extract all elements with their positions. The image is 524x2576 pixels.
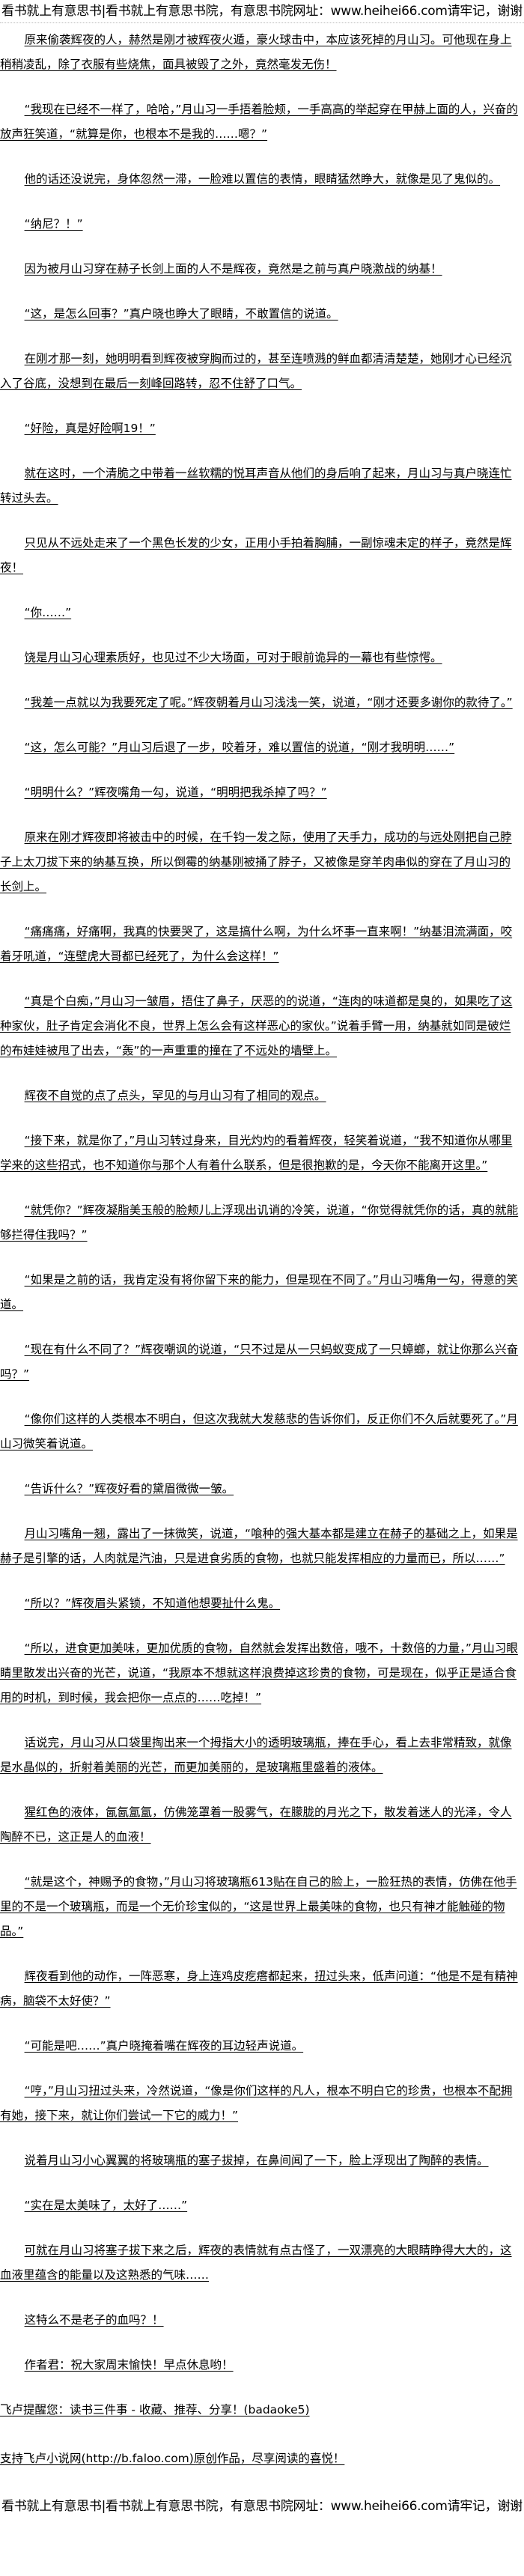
story-paragraph: “明明什么？”辉夜嘴角一勾，说道，“明明把我杀掉了吗？”	[24, 786, 327, 799]
story-paragraph: 因为被月山习穿在赫子长剑上面的人不是辉夜，竟然是之前与真户晓激战的纳基！	[24, 262, 442, 276]
story-paragraph: “你……”	[24, 606, 72, 619]
story-paragraph: “实在是太美味了，太好了……”	[24, 2199, 188, 2212]
story-paragraph: “哼，”月山习扭过头来，冷然说道，“像是你们这样的凡人，根本不明白它的珍贵，也根…	[0, 2084, 513, 2122]
story-paragraph: “像你们这样的人类根本不明白，但这次我就大发慈悲的告诉你们，反正你们不久后就要死…	[0, 1412, 518, 1450]
story-paragraph: 原来偷袭辉夜的人，赫然是刚才被辉夜火遁，豪火球击中，本应该死掉的月山习。可他现在…	[0, 33, 512, 71]
reader-reminder: 飞卢提醒您：读书三件事 - 收藏、推荐、分享！(badaoke5)	[0, 2403, 310, 2416]
story-paragraph: 饶是月山习心理素质好，也见过不少大场面，可对于眼前诡异的一幕也有些惊愕。	[24, 651, 442, 664]
story-paragraph: 辉夜不自觉的点了点头，罕见的与月山习有了相同的观点。	[24, 1089, 326, 1102]
site-support-link[interactable]: 支持飞卢小说网(http://b.faloo.com)原创作品，尽享阅读的喜悦！	[0, 2452, 345, 2465]
story-paragraph: 作者君：祝大家周末愉快！早点休息哟！	[24, 2358, 234, 2372]
story-paragraph: “就凭你？”辉夜凝脂美玉般的脸颊儿上浮现出讥诮的冷笑，说道，“你觉得就凭你的话，…	[0, 1203, 519, 1242]
story-paragraph: “这，怎么可能？”月山习后退了一步，咬着牙，难以置信的说道，“刚才我明明……”	[24, 741, 455, 754]
story-paragraph: “就是这个，神赐予的食物，”月山习将玻璃瓶613贴在自己的脸上，一脸狂热的表情，…	[0, 1875, 517, 1938]
story-paragraph: 月山习嘴角一翘，露出了一抹微笑，说道，“喰种的强大基本都是建立在赫子的基础之上，…	[0, 1527, 518, 1565]
story-paragraph: 猩红色的液体，氤氤氲氲，仿佛笼罩着一股雾气，在朦胧的月光之下，散发着迷人的光泽，…	[0, 1805, 512, 1844]
story-paragraph: 只见从不远处走来了一个黑色长发的少女，正用小手拍着胸脯，一副惊魂未定的样子，竟然…	[0, 536, 512, 574]
story-paragraph: “我差一点就以为我要死定了呢。”辉夜朝着月山习浅浅一笑，说道，“刚才还要多谢你的…	[24, 696, 513, 709]
story-paragraph: 辉夜看到他的动作，一阵恶寒，身上连鸡皮疙瘩都起来，扭过头来，低声问道：“他是不是…	[0, 1969, 518, 2008]
story-paragraph: “接下来，就是你了，”月山习转过身来，目光灼灼的看着辉夜，轻笑着说道，“我不知道…	[0, 1134, 513, 1172]
story-paragraph: “所以？”辉夜眉头紧锁，不知道他想要扯什么鬼。	[24, 1597, 281, 1610]
story-paragraph: “可能是吧……”真户晓掩着嘴在辉夜的耳边轻声说道。	[24, 2039, 304, 2053]
story-paragraph: “如果是之前的话，我肯定没有将你留下来的能力，但是现在不同了。”月山习嘴角一勾，…	[0, 1273, 518, 1311]
story-paragraph: 原来在刚才辉夜即将被击中的时候，在千钧一发之际，使用了天手力，成功的与远处刚把自…	[0, 830, 512, 893]
story-paragraph: 就在这时，一个清脆之中带着一丝软糯的悦耳声音从他们的身后响了起来，月山习与真户晓…	[0, 467, 512, 505]
story-paragraph: “现在有什么不同了？”辉夜嘲讽的说道，“只不过是从一只蚂蚁变成了一只蟑螂，就让你…	[0, 1343, 519, 1381]
story-paragraph: 他的话还没说完，身体忽然一滞，一脸难以置信的表情，眼睛猛然睁大，就像是见了鬼似的…	[24, 172, 501, 186]
story-paragraph: “所以，进食更加美味，更加优质的食物，自然就会发挥出数倍，哦不，十数倍的力量，”…	[0, 1641, 518, 1704]
story-paragraph: 说着月山习小心翼翼的将玻璃瓶的塞子拔掉，在鼻间闻了一下，脸上浮现出了陶醉的表情。	[24, 2154, 489, 2167]
story-paragraph: “告诉什么？”辉夜好看的黛眉微微一皱。	[24, 1482, 234, 1495]
site-banner-top: 看书就上有意思书|看书就上有意思书院，有意思书院网址：www.heihei66.…	[0, 0, 524, 23]
story-paragraph: 话说完，月山习从口袋里掏出来一个拇指大小的透明玻璃瓶，捧在手心，看上去非常精致，…	[0, 1736, 512, 1774]
story-paragraph: “这，是怎么回事？”真户晓也睁大了眼睛，不敢置信的说道。	[24, 307, 338, 321]
story-paragraph: “好险，真是好险啊19！”	[24, 422, 156, 435]
story-paragraph: 这特么不是老子的血吗？！	[24, 2313, 164, 2327]
chapter-content: 原来偷袭辉夜的人，赫然是刚才被辉夜火遁，豪火球击中，本应该死掉的月山习。可他现在…	[0, 28, 524, 2378]
story-paragraph: “纳尼？！”	[24, 217, 83, 231]
story-paragraph: “痛痛痛，好痛啊，我真的快要哭了，这是搞什么啊，为什么坏事一直来啊！”纳基泪流满…	[0, 925, 513, 963]
story-paragraph: 在刚才那一刻，她明明看到辉夜被穿胸而过的，甚至连喷溅的鲜血都清清楚楚，她刚才心已…	[0, 352, 512, 390]
story-paragraph: 可就在月山习将塞子拔下来之后，辉夜的表情就有点古怪了，一双漂亮的大眼睛睁得大大的…	[0, 2244, 512, 2282]
story-paragraph: “我现在已经不一样了，哈哈，”月山习一手捂着脸颊，一手高高的举起穿在甲赫上面的人…	[0, 103, 518, 141]
site-banner-bottom: 看书就上有意思书|看书就上有意思书院，有意思书院网址：www.heihei66.…	[1, 2499, 523, 2514]
story-paragraph: “真是个白痴，”月山习一皱眉，捂住了鼻子，厌恶的的说道，“连肉的味道都是臭的，如…	[0, 994, 513, 1057]
